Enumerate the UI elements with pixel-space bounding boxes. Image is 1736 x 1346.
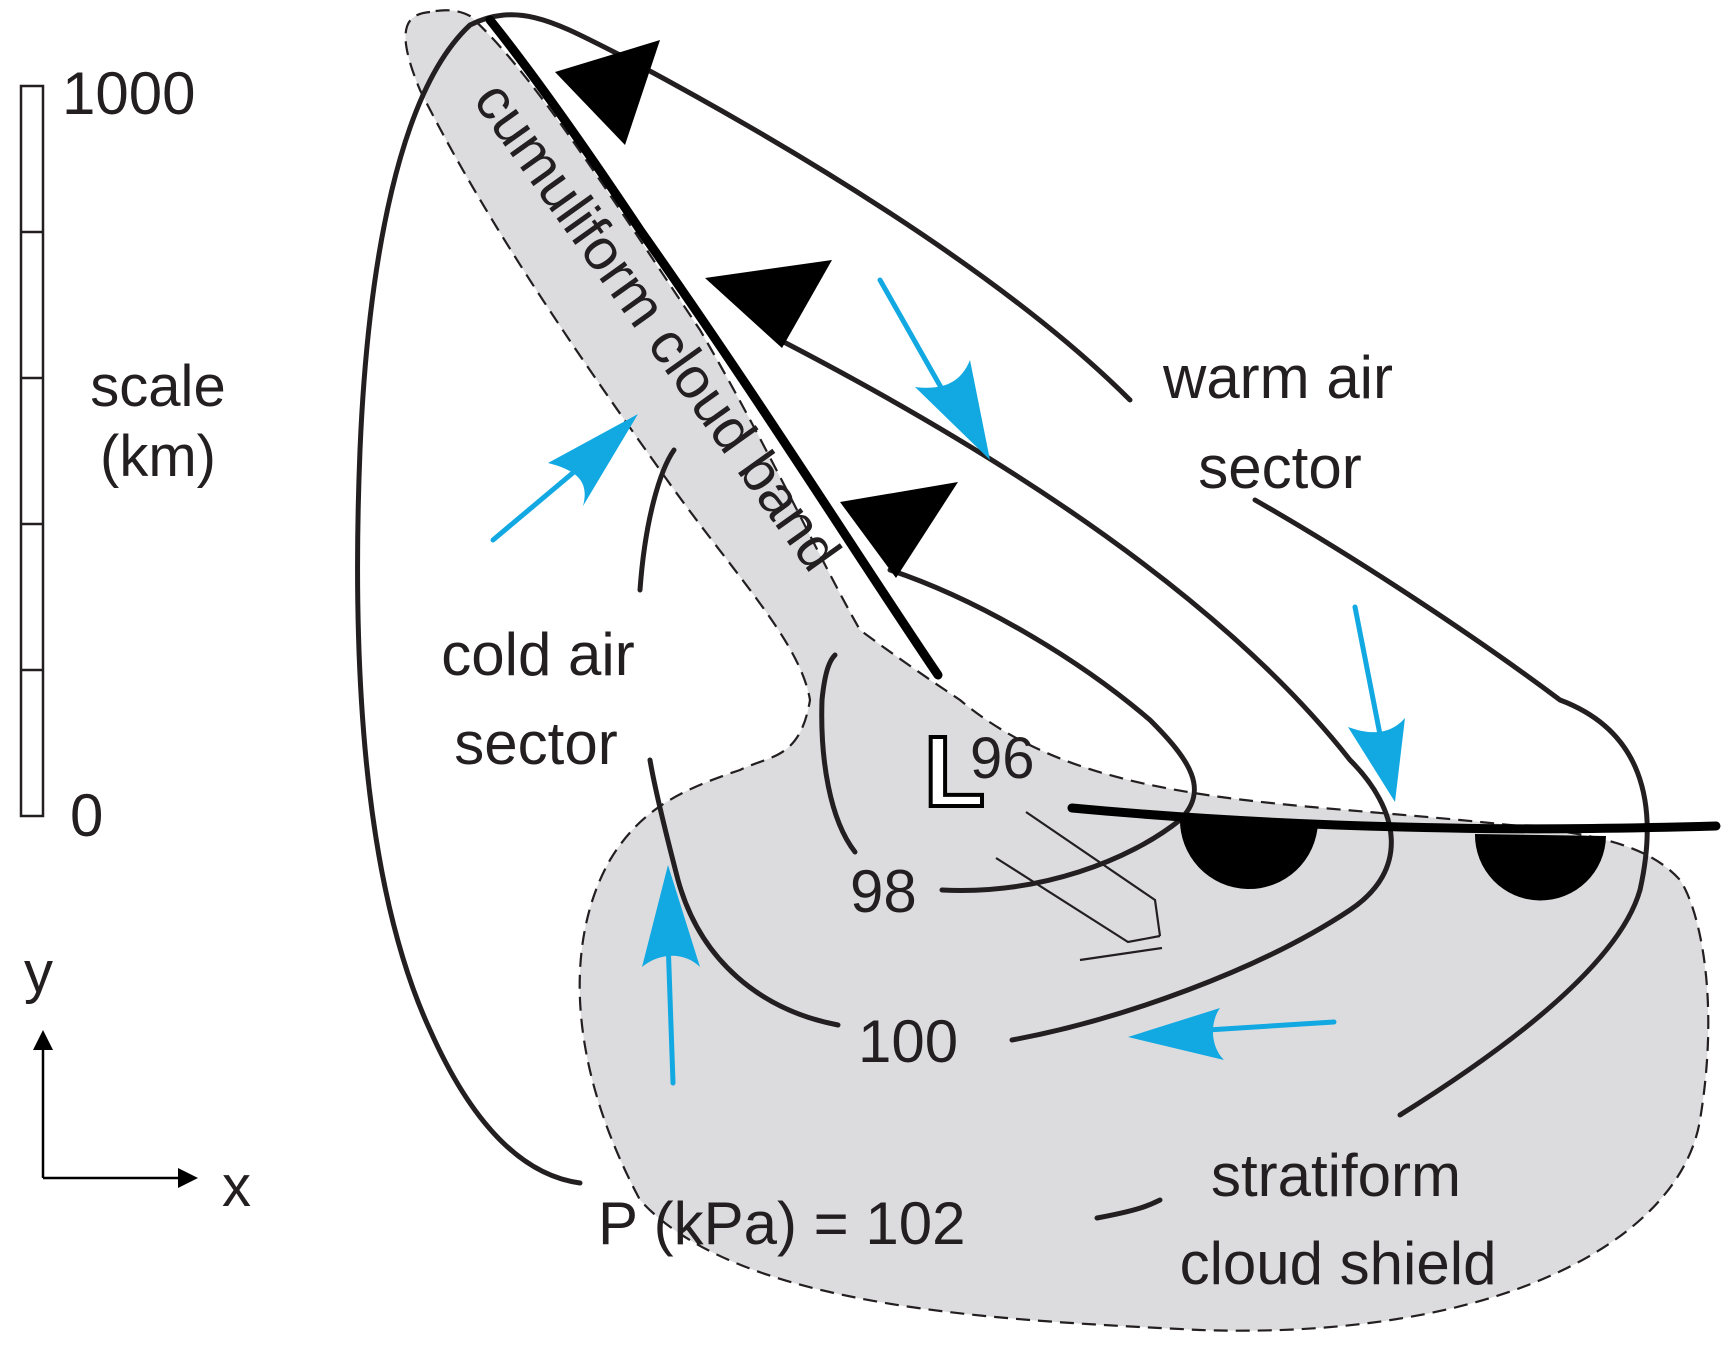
cold-sector-label-line2: sector <box>454 710 617 777</box>
stratiform-label-line1: stratiform <box>1211 1142 1461 1209</box>
wind-arrow-icon <box>490 414 638 543</box>
isobar-98-right <box>887 567 1197 893</box>
isobar-100-right <box>777 337 1394 1043</box>
low-pressure-value: 96 <box>970 726 1035 791</box>
isobar-98 <box>819 652 858 855</box>
scale-bar <box>19 84 45 818</box>
cloud-shield-shading <box>404 9 1710 1332</box>
isobar-102 <box>355 12 1133 1186</box>
scale-top-label: 1000 <box>62 60 195 127</box>
y-axis-label: y <box>24 940 53 1005</box>
warm-front-semicircles <box>1179 818 1606 901</box>
wind-arrows <box>490 277 1405 1086</box>
cold-front-triangles <box>555 40 958 578</box>
axis-indicator <box>33 1030 198 1188</box>
cold-front-triangle-icon <box>555 40 660 145</box>
warm-front-semicircle-icon <box>1179 818 1318 890</box>
warm-sector-label-line2: sector <box>1198 434 1361 501</box>
warm-sector-label-line1: warm air <box>1162 344 1393 411</box>
low-pressure-symbol: L <box>924 716 985 828</box>
scale-bottom-label: 0 <box>70 782 103 849</box>
isobar-label-98: 98 <box>850 858 917 925</box>
scale-title-line1: scale <box>90 354 225 419</box>
warm-front-semicircle-icon <box>1474 834 1606 901</box>
cold-front-line <box>485 15 943 680</box>
cold-front-triangle-icon <box>840 482 958 578</box>
isobar-label-102: P (kPa) = 102 <box>598 1190 965 1257</box>
warm-front-line <box>1067 803 1721 834</box>
cumuliform-cloud-band-label: cumuliform cloud band <box>461 70 853 583</box>
isobar-102-right <box>1252 497 1650 1118</box>
isobar-100 <box>647 757 841 1028</box>
wind-arrow-icon <box>1128 1008 1337 1060</box>
cold-front-triangle-icon <box>705 260 832 348</box>
cold-sector-label-line1: cold air <box>441 621 634 688</box>
wind-arrow-icon <box>1348 604 1405 802</box>
stratiform-label-line2: cloud shield <box>1180 1230 1497 1297</box>
wind-arrow-icon <box>877 277 990 460</box>
scale-bar-frame <box>19 84 45 818</box>
scale-title-line2: (km) <box>100 424 216 489</box>
cold-sector-arc <box>637 447 677 593</box>
isobar-label-100: 100 <box>858 1008 958 1075</box>
isobar-102-gap-right <box>1094 1197 1163 1221</box>
wind-arrow-icon <box>642 865 700 1086</box>
wind-barb-icon <box>995 811 1163 962</box>
x-axis-label: x <box>222 1154 251 1219</box>
